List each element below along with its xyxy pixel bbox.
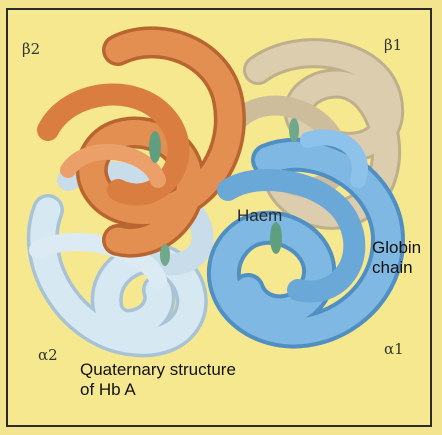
- label-beta2: β2: [22, 40, 40, 58]
- haem-beta2: [149, 131, 161, 163]
- alpha1-subunit: [224, 137, 388, 331]
- globin-chain-label: Globin chain: [372, 238, 421, 278]
- caption-line2: of Hb A: [80, 380, 236, 400]
- haem-alpha1: [270, 222, 282, 254]
- label-alpha2: α2: [38, 346, 58, 364]
- diagram-frame: β2 β1 α2 α1 Haem Globin chain Quaternary…: [6, 8, 432, 427]
- caption-line1: Quaternary structure: [80, 360, 236, 380]
- haem-beta1: [289, 118, 299, 142]
- label-alpha1: α1: [384, 340, 404, 358]
- label-beta1: β1: [384, 36, 402, 54]
- globin-label-line1: Globin: [372, 238, 421, 258]
- globin-label-line2: chain: [372, 258, 421, 278]
- haem-alpha2: [160, 244, 170, 266]
- caption: Quaternary structure of Hb A: [80, 360, 236, 400]
- haem-label: Haem: [237, 206, 282, 226]
